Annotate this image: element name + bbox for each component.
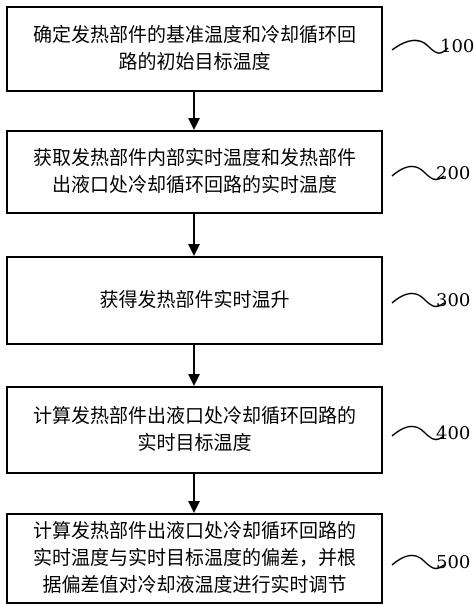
- step-400-line-1: 计算发热部件出液口处冷却循环回路的: [32, 405, 356, 427]
- step-1000-line-1: 确定发热部件的基准温度和冷却循环回: [32, 24, 356, 46]
- leader-line-400: [391, 425, 445, 441]
- arrowhead-3-to-4: [188, 374, 200, 386]
- leader-line-200: [391, 165, 445, 181]
- step-label-300: 300: [436, 290, 471, 311]
- step-label-400: 400: [436, 423, 471, 444]
- step-box-400: 计算发热部件出液口处冷却循环回路的 实时目标温度: [6, 386, 383, 474]
- step-500-line-1: 计算发热部件出液口处冷却循环回路的: [32, 520, 356, 542]
- arrowhead-2-to-3: [188, 244, 200, 256]
- step-500-line-2: 实时温度与实时目标温度的偏差，并根: [32, 547, 356, 569]
- step-box-1000: 确定发热部件的基准温度和冷却循环回 路的初始目标温度: [6, 6, 383, 92]
- step-box-300: 获得发热部件实时温升: [6, 256, 383, 345]
- step-200-line-2: 出液口处冷却循环回路的实时温度: [51, 174, 337, 196]
- arrowhead-4-to-5: [188, 501, 200, 513]
- step-label-200: 200: [436, 163, 471, 184]
- arrowhead-1-to-2: [188, 118, 200, 130]
- step-label-500: 500: [436, 552, 471, 573]
- step-400-line-2: 实时目标温度: [137, 432, 252, 454]
- step-300-line-1: 获得发热部件实时温升: [99, 289, 290, 311]
- leader-line-500: [391, 554, 445, 570]
- step-box-200: 获取发热部件内部实时温度和发热部件 出液口处冷却循环回路的实时温度: [6, 130, 383, 214]
- step-500-line-3: 据偏差值对冷却液温度进行实时调节: [42, 574, 347, 596]
- step-label-1000: 1000: [440, 36, 474, 57]
- leader-line-300: [391, 292, 445, 308]
- step-1000-line-2: 路的初始目标温度: [118, 51, 271, 73]
- step-box-500: 计算发热部件出液口处冷却循环回路的 实时温度与实时目标温度的偏差，并根 据偏差值…: [6, 513, 383, 604]
- leader-line-1000: [391, 39, 449, 54]
- step-200-line-1: 获取发热部件内部实时温度和发热部件: [32, 147, 356, 169]
